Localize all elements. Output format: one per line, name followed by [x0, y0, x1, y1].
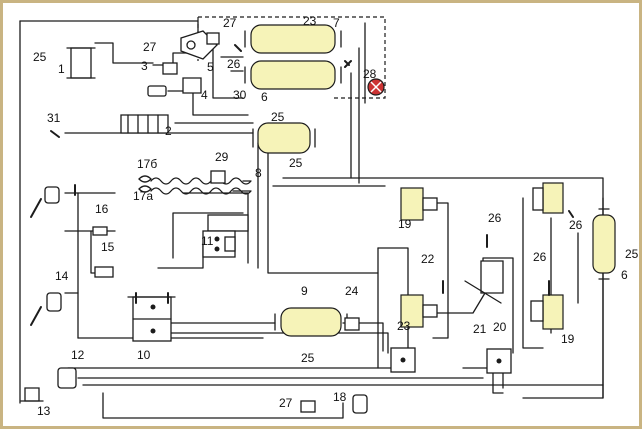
component-label: 23	[397, 319, 411, 333]
diagram-drawing: 12345667891011121314151617а17б1819192021…	[19, 14, 639, 419]
drain-tap-31	[50, 130, 60, 138]
cylinder-unit-2	[120, 114, 169, 134]
component-label: 22	[421, 252, 435, 266]
component-label: 3	[141, 59, 148, 73]
pipelines	[19, 16, 604, 419]
component-label: 16	[95, 202, 109, 216]
component-label: 25	[33, 50, 47, 64]
component-label: 6	[261, 90, 268, 104]
brake-chamber-19-left	[400, 187, 438, 328]
component-label: 26	[533, 250, 547, 264]
brake-chamber-14	[30, 292, 62, 326]
relay-valve-23	[390, 347, 416, 373]
air-receiver-8	[252, 122, 316, 154]
spring-lines-17	[138, 175, 252, 195]
component-label: 14	[55, 269, 69, 283]
relay-valve-20	[486, 348, 512, 374]
component-label: 8	[255, 166, 262, 180]
component-label: 25	[301, 351, 315, 365]
air-receiver-7	[244, 24, 342, 54]
component-label: 29	[215, 150, 229, 164]
control-valve-10	[127, 292, 176, 342]
safety-valve-28	[367, 78, 385, 96]
valve-15	[94, 266, 114, 278]
valve-21	[464, 260, 504, 304]
valve-24	[344, 317, 360, 331]
valve-13	[20, 387, 44, 402]
component-label: 13	[37, 404, 51, 418]
component-label: 26	[488, 211, 502, 225]
component-label: 7	[333, 16, 340, 30]
brake-chamber-left-top	[30, 186, 60, 218]
gauge-27-left	[162, 62, 178, 75]
component-label: 9	[301, 284, 308, 298]
component-label: 19	[398, 217, 412, 231]
component-label: 10	[137, 348, 151, 362]
valve-18	[352, 394, 368, 414]
component-label: 27	[223, 16, 237, 30]
component-label: 24	[345, 284, 359, 298]
component-label: 17а	[133, 189, 153, 203]
air-receiver-6-top	[244, 60, 342, 90]
component-label: 26	[227, 57, 241, 71]
component-label: 19	[561, 332, 575, 346]
component-label: 11	[201, 234, 214, 248]
component-label: 21	[473, 322, 487, 336]
component-label: 1	[58, 62, 65, 76]
component-label: 20	[493, 320, 507, 334]
component-label: 6	[621, 268, 628, 282]
component-label: 15	[101, 240, 115, 254]
component-label: 25	[289, 156, 303, 170]
component-label: 31	[47, 111, 61, 125]
component-label: 17б	[137, 157, 157, 171]
component-label: 27	[279, 396, 293, 410]
component-label: 4	[201, 88, 208, 102]
component-label: 5	[207, 60, 214, 74]
component-label: 28	[363, 67, 377, 81]
air-receiver-6-right	[592, 208, 616, 280]
component-label: 23	[303, 14, 317, 28]
component-label: 2	[165, 124, 172, 138]
valve-4	[182, 77, 202, 94]
component-labels: 12345667891011121314151617а17б1819192021…	[33, 14, 639, 418]
gauge-27-bottom	[300, 400, 316, 413]
gauge-29	[210, 170, 226, 184]
compressor-1	[66, 47, 96, 79]
component-label: 27	[143, 40, 157, 54]
gauge-27-top	[206, 32, 220, 45]
valve-16	[92, 226, 108, 236]
component-label: 26	[569, 218, 583, 232]
component-label: 30	[233, 88, 247, 102]
brake-chamber-19-right	[530, 182, 564, 330]
valve-3	[147, 85, 167, 97]
air-receiver-9	[274, 307, 348, 337]
component-label: 12	[71, 348, 85, 362]
valve-12	[57, 367, 77, 389]
brake-valve-11	[202, 214, 249, 258]
component-label: 25	[271, 110, 285, 124]
component-label: 18	[333, 390, 347, 404]
component-label: 25	[625, 247, 639, 261]
